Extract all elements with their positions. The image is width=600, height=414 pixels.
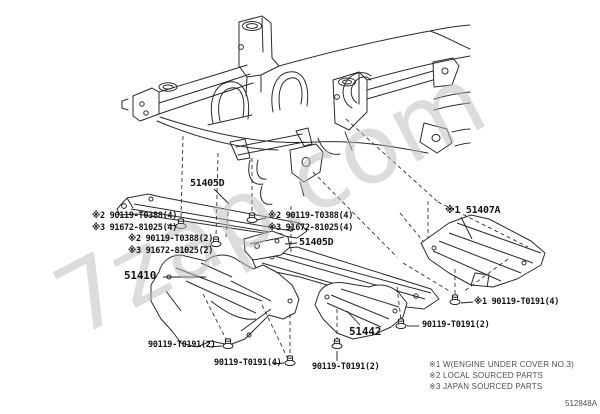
diagram-number: 512848A [565, 399, 598, 408]
callout-nut-91672-81025-mid[interactable]: ※3 91672-81025(2) [128, 246, 214, 256]
part-shape-cover-no1-51410 [150, 254, 300, 348]
callout-brace-front-51405d[interactable]: 51405D [190, 178, 225, 189]
callout-bolt-90119-t0191-bottom-center[interactable]: 90119-T0191(4) [214, 358, 282, 368]
part-shape-brace-front-51405d [116, 193, 308, 239]
callout-bolt-90119-t0388-right[interactable]: ※2 90119-T0388(4) [268, 211, 354, 221]
bolt-icon [449, 294, 461, 306]
callout-cover-no1-51410[interactable]: 51410 [124, 269, 157, 282]
callout-bolt-90119-t0191-bottom-mid[interactable]: 90119-T0191(2) [312, 362, 380, 372]
callout-bolt-90119-t0388-left[interactable]: ※2 90119-T0388(4) [92, 211, 178, 221]
callout-brace-rear-51405d[interactable]: 51405D [299, 237, 334, 248]
callout-leader-lines [163, 188, 474, 365]
chassis-frame-drawing [121, 15, 471, 205]
callout-bolt-90119-t0388-mid[interactable]: ※2 90119-T0388(2) [128, 234, 214, 244]
dashed-leader-lines [180, 118, 529, 358]
callout-bolt-90119-t0191-cover3[interactable]: ※1 90119-T0191(4) [474, 297, 560, 307]
legend-note-1: ※1 W(ENGINE UNDER COVER NO.3) [429, 360, 574, 369]
callout-bolt-90119-t0191-bottom-right[interactable]: 90119-T0191(2) [422, 320, 490, 330]
callout-nut-91672-81025-right[interactable]: ※3 91672-81025(4) [268, 223, 354, 233]
bolt-icon [331, 338, 343, 350]
callout-cover-no3-51407a[interactable]: ※1 51407A [445, 205, 501, 216]
part-shape-cover-no3-51407a [420, 214, 546, 288]
legend-note-3: ※3 JAPAN SOURCED PARTS [429, 382, 543, 391]
bolt-icon [284, 355, 296, 367]
callout-bolt-90119-t0191-bottom-left[interactable]: 90119-T0191(2) [148, 340, 216, 350]
callout-cover-no2-51442[interactable]: 51442 [349, 325, 382, 338]
legend-note-2: ※2 LOCAL SOURCED PARTS [429, 371, 544, 380]
part-shape-cover-no2-51442 [314, 282, 408, 340]
callout-nut-91672-81025-left[interactable]: ※3 91672-81025(4) [92, 223, 178, 233]
